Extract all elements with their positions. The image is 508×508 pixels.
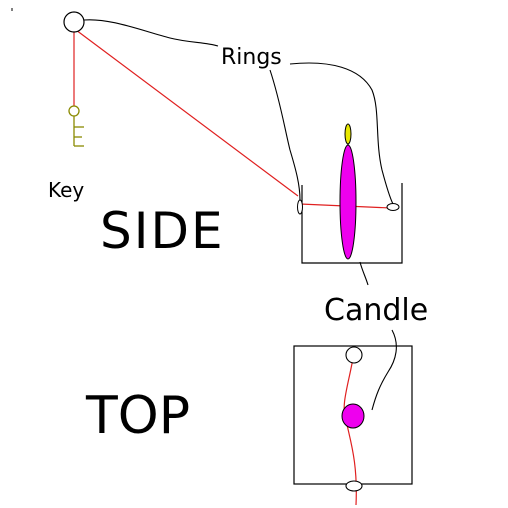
key-label: Key (48, 178, 84, 202)
jar-ring-right (386, 203, 400, 211)
top-view-ring-bottom (345, 480, 363, 492)
candle-side (339, 144, 357, 260)
rings-leader-lines (83, 19, 394, 205)
rings-label: Rings (221, 45, 282, 70)
candle-flame (344, 123, 352, 145)
candle-top (341, 403, 365, 429)
candle-leader-lines (359, 261, 397, 411)
top-label: TOP (85, 386, 190, 446)
side-label: SIDE (100, 202, 225, 260)
side-view-jar (301, 183, 403, 264)
candle-label: Candle (324, 293, 428, 328)
jar-ring-left (297, 199, 303, 215)
diagonal-string (75, 29, 299, 197)
top-ring (63, 11, 85, 33)
top-view-ring-top (345, 346, 363, 364)
key-icon (68, 105, 84, 147)
